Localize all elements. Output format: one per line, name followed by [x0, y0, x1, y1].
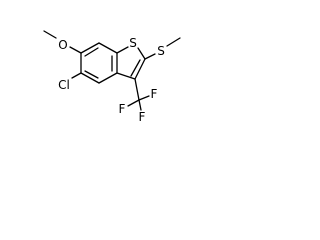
- bond-c7a-c7: [98, 42, 118, 54]
- bond-c5-c4: [80, 72, 100, 84]
- bond-c2-c3: [134, 58, 146, 80]
- bond-c7-c6-double: [84, 47, 99, 57]
- bond-c7-c6: [80, 42, 100, 54]
- bond-c5-cl: [71, 72, 82, 79]
- bond-o-ch3: [43, 30, 57, 39]
- bond-cf3-f-bottom: [138, 99, 142, 111]
- atom-label-f1: F: [151, 87, 158, 101]
- bond-c3-c3a: [116, 72, 136, 80]
- bond-cf3-f-top: [138, 95, 150, 101]
- bond-c3-cf3: [134, 78, 140, 101]
- bond-c6-o: [69, 46, 82, 54]
- bond-s-methyl-ch3: [166, 37, 181, 47]
- atom-label-o: O: [58, 38, 67, 52]
- bond-c2-c3-double: [130, 59, 141, 77]
- bond-c2-s-methyl: [144, 53, 156, 60]
- chemical-structure: O S S Cl F F F: [43, 30, 181, 124]
- bond-c4-c3a: [98, 72, 118, 84]
- atom-label-f3: F: [119, 102, 126, 116]
- bond-c7a-s1: [116, 46, 129, 54]
- atom-label-s-ring: S: [129, 36, 137, 50]
- bond-cf3-f-left: [127, 99, 140, 107]
- atom-label-f2: F: [139, 110, 146, 124]
- bond-c5-c4-double: [84, 70, 99, 79]
- atom-label-cl: Cl: [58, 78, 70, 92]
- bond-s1-c2: [137, 47, 146, 60]
- atom-label-s-methyl: S: [157, 44, 165, 58]
